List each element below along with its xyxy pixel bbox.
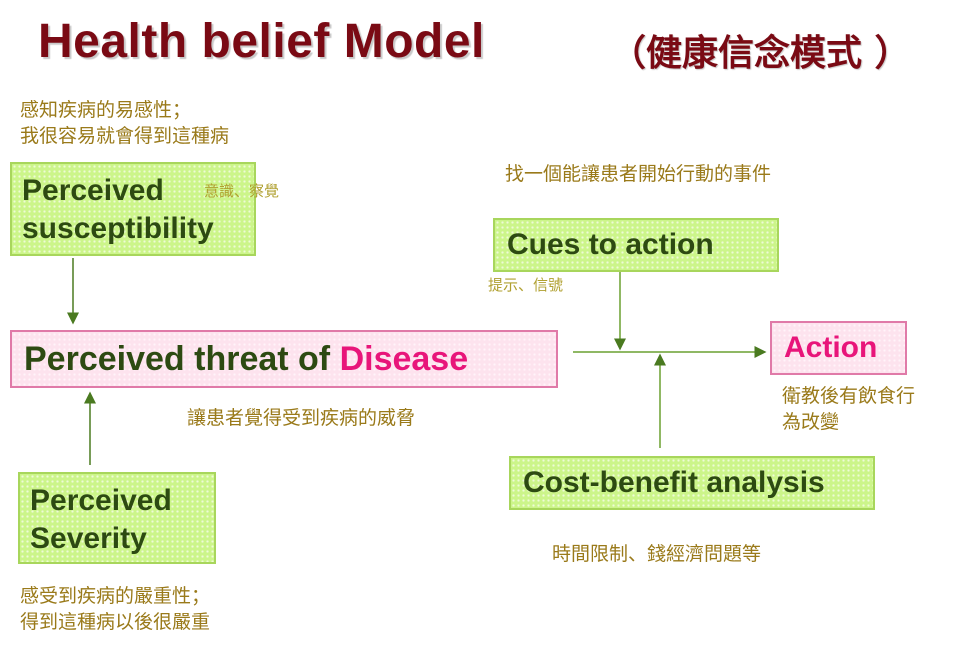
threat-label-part1: Perceived threat of (24, 340, 340, 378)
susceptibility-note-line2: 我很容易就會得到這種病 (20, 126, 230, 147)
action-note-line2: 為改變 (782, 412, 840, 433)
severity-note: 感受到疾病的嚴重性； 得到這種病以後很嚴重 (20, 584, 210, 636)
threat-label-disease: Disease (339, 340, 469, 378)
perceived-susceptibility-box: Perceived susceptibility (10, 162, 256, 256)
cues-note: 找一個能讓患者開始行動的事件 (505, 164, 772, 185)
cost-benefit-label: Cost-benefit analysis (523, 466, 825, 499)
perceived-severity-box: Perceived Severity (18, 472, 216, 564)
perceived-threat-box: Perceived threat of Disease (10, 330, 558, 388)
page-title-chinese: （健康信念模式 ） (610, 32, 911, 74)
severity-note-line1: 感受到疾病的嚴重性； (20, 586, 211, 607)
susceptibility-label-line2: susceptibility (22, 212, 214, 245)
action-box: Action (770, 321, 907, 375)
cues-side-note: 提示、信號 (488, 277, 564, 294)
action-note: 衛教後有飲食行 為改變 (782, 384, 915, 436)
page-title: Health belief Model (38, 15, 485, 68)
susceptibility-label-line1: Perceived (22, 174, 164, 207)
cues-label: Cues to action (507, 228, 714, 261)
cost-benefit-note: 時間限制、錢經濟問題等 (552, 544, 762, 565)
susceptibility-note: 感知疾病的易感性； 我很容易就會得到這種病 (20, 98, 229, 150)
susceptibility-note-line1: 感知疾病的易感性； (20, 100, 192, 121)
severity-label-line1: Perceived (30, 484, 172, 517)
action-note-line1: 衛教後有飲食行 (782, 386, 916, 407)
susceptibility-side-note: 意識、察覺 (204, 183, 280, 200)
cost-benefit-box: Cost-benefit analysis (509, 456, 875, 510)
action-label: Action (784, 331, 878, 364)
severity-note-line2: 得到這種病以後很嚴重 (20, 612, 211, 633)
threat-note: 讓患者覺得受到疾病的威脅 (187, 408, 416, 429)
severity-label-line2: Severity (30, 522, 147, 555)
cues-to-action-box: Cues to action (493, 218, 779, 272)
